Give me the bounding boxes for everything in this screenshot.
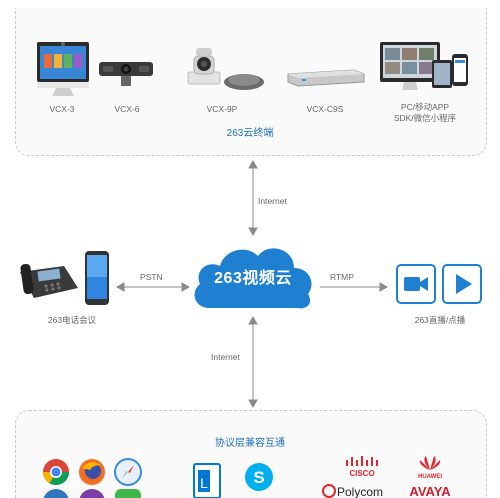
pc-mobile-device-icon	[380, 42, 468, 90]
chrome-icon	[42, 459, 70, 486]
svg-text:L: L	[200, 475, 208, 491]
avaya-logo-text: AVAYA	[409, 484, 451, 498]
play-video-icon	[442, 264, 482, 304]
internet-bottom-label: Internet	[211, 352, 240, 362]
vcx9p-device-icon	[187, 48, 264, 90]
pc-mobile-label-line1: PC/移动APP	[400, 102, 450, 112]
pstn-label: PSTN	[140, 272, 163, 282]
phone-conference-label: 263电话会议	[47, 315, 97, 325]
vcxc9s-label: VCX-C9S	[306, 104, 344, 114]
live-vod-label: 263直播/点播	[414, 315, 466, 325]
cloud-label: 263视频云	[214, 270, 292, 287]
rtmp-label: RTMP	[330, 272, 354, 282]
avaya-logo-icon: AVAYA	[409, 484, 451, 498]
safari-icon	[114, 458, 142, 486]
wechat-icon	[115, 489, 141, 498]
vcx6-label: VCX-6	[114, 104, 140, 114]
huawei-logo-icon: HUAWEI	[418, 456, 442, 480]
svg-text:S: S	[253, 468, 264, 487]
edge-icon	[43, 489, 69, 498]
lync-icon: L	[193, 463, 221, 498]
pc-mobile-label-line2: SDK/微信小程序	[393, 113, 457, 123]
pc-mobile-label: PC/移动APP SDK/微信小程序	[394, 102, 456, 124]
cisco-logo-icon: CISCO	[346, 456, 378, 478]
chromium-icon	[79, 489, 105, 498]
internet-top-label: Internet	[258, 196, 287, 206]
video-cloud: 263视频云	[188, 238, 318, 316]
firefox-icon	[79, 459, 105, 485]
polycom-logo-icon: Polycom	[322, 484, 383, 498]
live-camera-icon	[396, 264, 436, 304]
vcxc9s-device-icon	[287, 69, 365, 87]
vcx6-device-icon	[99, 62, 153, 86]
vcx3-label: VCX-3	[49, 104, 75, 114]
vcx9p-label: VCX-9P	[206, 104, 238, 114]
smartphone-icon	[85, 251, 109, 305]
huawei-logo-text: HUAWEI	[418, 474, 442, 480]
vcx3-device-icon	[37, 42, 89, 96]
cloud-icon	[194, 248, 312, 309]
protocol-title: 协议层兼容互通	[215, 438, 285, 449]
polycom-logo-text: Polycom	[337, 485, 383, 498]
cisco-logo-text: CISCO	[349, 469, 374, 478]
terminals-title: 263云终端	[226, 128, 274, 139]
skype-icon: S	[245, 463, 273, 491]
desk-phone-icon	[20, 263, 78, 298]
